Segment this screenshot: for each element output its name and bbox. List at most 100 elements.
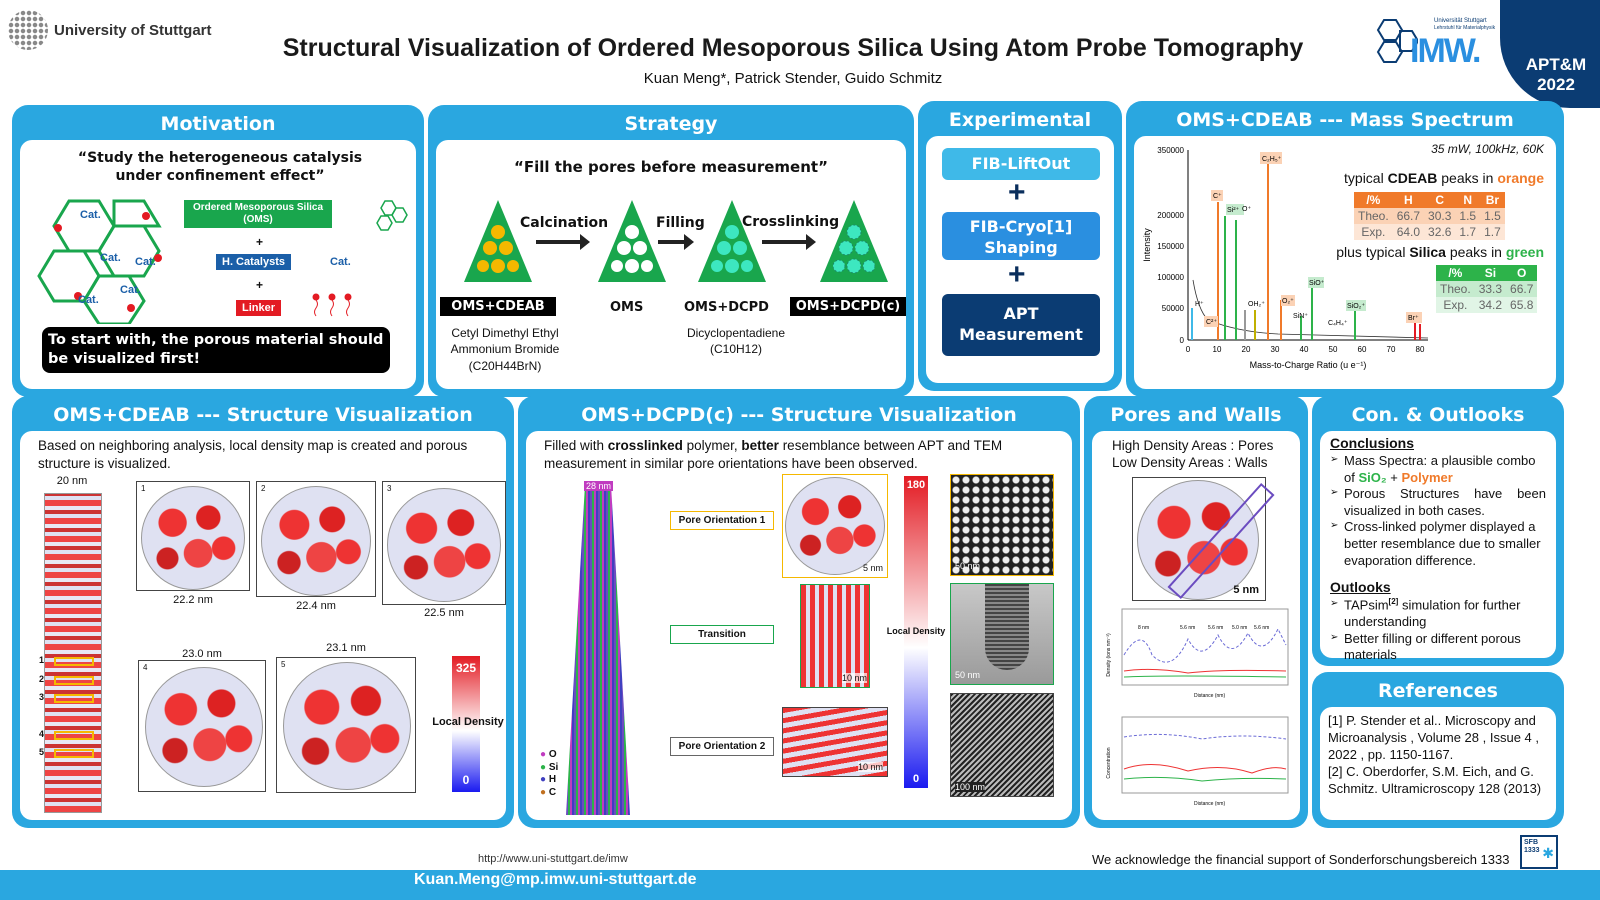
stage-oms-dcpd-c: OMS+DCPD(c) <box>790 297 906 316</box>
svg-text:H⁺: H⁺ <box>1195 301 1204 308</box>
slice-4: 4 <box>138 660 266 792</box>
motivation-callout: To start with, the porous material shoul… <box>42 327 390 373</box>
outlook-item: TAPsim[2] simulation for further underst… <box>1330 597 1546 631</box>
slice-marker-1 <box>54 657 94 666</box>
cdeab-peaks-caption: typical CDEAB peaks in orange <box>1344 170 1544 186</box>
stage-oms-cdeab: OMS+CDEAB <box>440 297 556 316</box>
svg-text:C⁺: C⁺ <box>1213 193 1222 200</box>
callout-pore-orientation-1: Pore Orientation 1 <box>670 511 774 530</box>
hexagon-logo-icon <box>1376 19 1418 63</box>
cdeab-structure-title: OMS+CDEAB --- Structure Visualization <box>53 404 473 426</box>
dcpd-legend: ● O ● Si ● H ● C <box>540 749 559 798</box>
footer-email[interactable]: Kuan.Meng@mp.imw.uni-stuttgart.de <box>414 871 697 888</box>
svg-text:80: 80 <box>1416 345 1425 354</box>
step-crosslinking: Crosslinking <box>742 214 840 230</box>
svg-text:C₄H₄⁺: C₄H₄⁺ <box>1328 320 1348 327</box>
svg-text:50: 50 <box>1329 345 1338 354</box>
sfb-logo: SFB 1333 ✱ <box>1520 835 1558 869</box>
svg-text:Br⁺: Br⁺ <box>1408 315 1419 322</box>
svg-text:20: 20 <box>1242 345 1251 354</box>
density-profile-plot: 8 nm 5.6 nm 5.6 nm 5.0 nm 5.6 nm Distanc… <box>1106 608 1289 699</box>
cdeab-structure-panel: OMS+CDEAB --- Structure Visualization Ba… <box>12 396 514 828</box>
conclusion-item: Mass Spectra: a plausible combo of SiO₂ … <box>1330 453 1546 486</box>
svg-text:5.6 nm: 5.6 nm <box>1180 625 1195 631</box>
svg-text:C₂H₅⁺: C₂H₅⁺ <box>1262 156 1282 163</box>
svg-text:Concentration: Concentration <box>1106 747 1112 778</box>
arrow-icon <box>658 234 694 250</box>
references-title: References <box>1378 680 1498 702</box>
conclusions-panel: Con. & Outlooks Conclusions Mass Spectra… <box>1312 396 1564 666</box>
conclusions-title: Con. & Outlooks <box>1351 404 1525 426</box>
conclusion-item: Cross-linked polymer displayed a better … <box>1330 519 1546 569</box>
svg-text:5.0 nm: 5.0 nm <box>1232 625 1247 631</box>
outlook-item: Better filling or different porous mater… <box>1330 631 1546 664</box>
svg-text:60: 60 <box>1358 345 1367 354</box>
svg-text:8 nm: 8 nm <box>1138 625 1149 631</box>
slice-2: 2 <box>256 481 376 597</box>
star-icon: ✱ <box>1542 845 1554 861</box>
cdeab-structure-desc: Based on neighboring analysis, local den… <box>38 438 468 471</box>
silica-peaks-caption: plus typical Silica peaks in green <box>1336 244 1544 260</box>
slice-marker-5 <box>54 749 94 758</box>
linker-icon <box>312 293 352 317</box>
svg-text:SiO₂⁺: SiO₂⁺ <box>1347 303 1365 310</box>
svg-text:Intensity: Intensity <box>1142 228 1152 262</box>
linker-label: Linker <box>236 300 282 316</box>
svg-text:350000: 350000 <box>1157 146 1184 155</box>
mass-spectrum-plot: 350000 200000 150000 100000 50000 0 0 10… <box>1142 146 1429 370</box>
cdeab-description: Cetyl Dimethyl Ethyl Ammonium Bromide <box>450 326 560 356</box>
dcpd-tip-reconstruction <box>566 481 630 815</box>
step-filling: Filling <box>656 215 705 231</box>
cdeab-formula: (C20H44BrN) <box>468 359 542 373</box>
svg-text:200000: 200000 <box>1157 211 1184 220</box>
mass-spectrum-panel: OMS+CDEAB --- Mass Spectrum 35 mW, 100kH… <box>1126 101 1564 397</box>
slice-3: 3 <box>382 481 506 605</box>
stage-oms-dcpd: OMS+DCPD <box>684 300 769 315</box>
strategy-panel: Strategy “Fill the pores before measurem… <box>428 105 914 397</box>
references-panel: References [1] P. Stender et al.. Micros… <box>1312 672 1564 828</box>
pores-walls-title: Pores and Walls <box>1110 404 1282 426</box>
university-logo <box>8 10 48 50</box>
conclusion-item: Porous Structures have been visualized i… <box>1330 486 1546 519</box>
tem-image-1: 50 nm <box>950 474 1054 576</box>
tem-image-3: 100 nm <box>950 693 1054 797</box>
catalysts-label: H. Catalysts <box>216 254 291 270</box>
svg-text:0: 0 <box>1180 336 1185 345</box>
footer-url[interactable]: http://www.uni-stuttgart.de/imw <box>478 853 628 865</box>
dcpd-pores-icon <box>711 225 753 273</box>
svg-text:C²⁺: C²⁺ <box>1206 319 1217 326</box>
step-calcination: Calcination <box>520 215 609 231</box>
mass-spectrum-title: OMS+CDEAB --- Mass Spectrum <box>1176 109 1514 131</box>
svg-text:40: 40 <box>1300 345 1309 354</box>
arrow-icon <box>762 234 816 250</box>
svg-text:Si²⁺: Si²⁺ <box>1227 207 1240 214</box>
reference-1: [1] P. Stender et al.. Microscopy and Mi… <box>1328 713 1539 762</box>
dcpd-slice-1: 5 nm <box>782 474 888 578</box>
slice-1: 1 <box>136 481 250 591</box>
svg-text:10: 10 <box>1213 345 1222 354</box>
apt-reconstruction-column <box>44 493 102 813</box>
svg-text:Distance (nm): Distance (nm) <box>1194 693 1225 699</box>
motivation-title: Motivation <box>160 113 276 135</box>
apt-measurement-box: APT Measurement <box>942 294 1100 356</box>
slice-marker-3 <box>54 694 94 703</box>
svg-text:O⁺: O⁺ <box>1242 206 1251 213</box>
svg-text:30: 30 <box>1271 345 1280 354</box>
svg-text:OH₂⁺: OH₂⁺ <box>1248 301 1265 308</box>
ms-conditions: 35 mW, 100kHz, 60K <box>1431 142 1544 156</box>
svg-text:150000: 150000 <box>1157 242 1184 251</box>
svg-text:SiN⁺: SiN⁺ <box>1293 313 1308 320</box>
dcpd-formula: (C10H12) <box>709 342 763 356</box>
crosslinked-pores-icon <box>833 224 875 274</box>
svg-text:5.6 nm: 5.6 nm <box>1254 625 1269 631</box>
tem-image-2: 50 nm <box>950 583 1054 685</box>
experimental-title: Experimental <box>948 109 1092 131</box>
svg-text:100000: 100000 <box>1157 273 1184 282</box>
dcpd-description: Dicyclopentadiene <box>686 326 786 340</box>
dcpd-structure-title: OMS+DCPD(c) --- Structure Visualization <box>581 404 1017 426</box>
svg-text:Distance (nm): Distance (nm) <box>1194 801 1225 807</box>
top-width-label: 20 nm <box>56 475 88 487</box>
dcpd-structure-desc: Filled with crosslinked polymer, better … <box>544 438 1003 471</box>
